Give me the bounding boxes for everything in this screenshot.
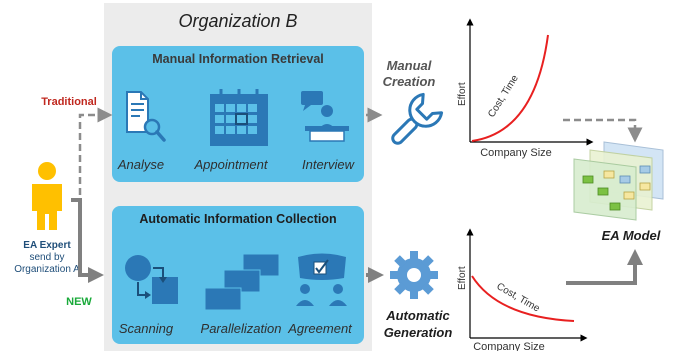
chart2-ylabel: Effort	[457, 266, 468, 290]
automatic-generation-label-line2: Generation	[384, 325, 453, 340]
actor-label-line1: EA Expert	[23, 240, 71, 251]
manual-item-label-appointment: Appointment	[194, 157, 269, 172]
chart1-ylabel: Effort	[457, 82, 468, 106]
manual-panel-title: Manual Information Retrieval	[152, 52, 324, 66]
agreement-icon	[296, 253, 347, 306]
manual-creation-label-line1: Manual	[387, 58, 432, 73]
actor-label-line3: Organization A	[14, 264, 80, 275]
effort-chart-automatic: Company Size Effort Cost, Time	[457, 228, 588, 351]
automatic-generation-label-line1: Automatic	[385, 308, 450, 323]
automatic-information-panel: Automatic Information Collection Scannin…	[112, 206, 364, 344]
traditional-path-arrow	[78, 107, 113, 195]
generation-to-model-arrow	[566, 249, 643, 285]
interview-icon	[301, 91, 349, 142]
effort-chart-manual: Company Size Effort Cost, Time	[457, 18, 594, 159]
manual-item-label-analyse: Analyse	[117, 157, 164, 172]
chart2-xlabel: Company Size	[473, 341, 545, 351]
traditional-label: Traditional	[41, 96, 97, 108]
gear-icon	[390, 251, 438, 299]
chart1-series-curve	[471, 34, 549, 142]
parallel-windows-icon	[204, 253, 280, 311]
manual-information-panel: Manual Information Retrieval Analyse	[112, 46, 364, 182]
chart1-series-label: Cost, Time	[486, 73, 521, 120]
organization-title: Organization B	[178, 11, 297, 31]
calendar-icon	[210, 89, 268, 146]
manual-creation-label-line2: Creation	[383, 74, 436, 89]
ea-expert-person-icon	[32, 162, 62, 230]
auto-panel-title: Automatic Information Collection	[139, 212, 336, 226]
document-magnifier-icon	[126, 91, 166, 142]
chart1-xlabel: Company Size	[480, 147, 552, 159]
chart2-series-label: Cost, Time	[495, 281, 542, 315]
auto-item-label-scanning: Scanning	[119, 321, 174, 336]
auto-item-label-parallelization: Parallelization	[201, 321, 282, 336]
scanning-icon	[125, 255, 178, 304]
new-label: NEW	[66, 296, 92, 308]
layered-model-icon	[573, 141, 664, 221]
manual-to-model-arrow	[563, 118, 643, 143]
ea-model-label: EA Model	[602, 228, 661, 243]
wrench-icon	[391, 92, 444, 145]
chart2-series-curve	[471, 275, 575, 322]
actor-label-line2: send by	[29, 252, 64, 263]
new-path-arrow	[71, 198, 104, 283]
auto-item-label-agreement: Agreement	[287, 321, 353, 336]
manual-item-label-interview: Interview	[302, 157, 356, 172]
